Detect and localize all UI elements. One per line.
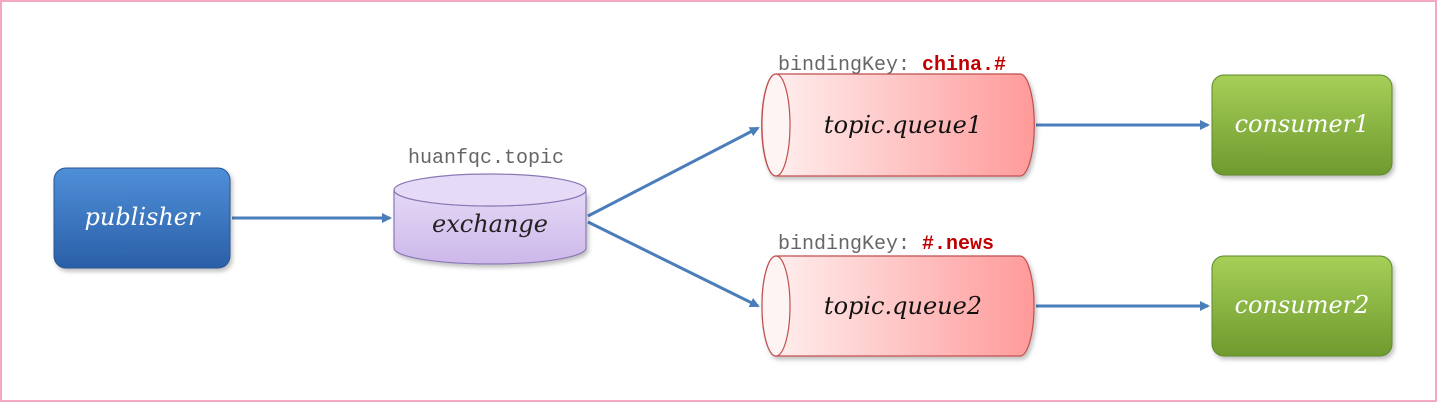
consumer2-node: consumer2: [1211, 255, 1393, 357]
consumer1-node: consumer1: [1211, 74, 1393, 176]
queue1-binding-annotation: bindingKey: china.#: [778, 54, 1006, 77]
publisher-label: publisher: [85, 203, 202, 231]
consumer1-label: consumer1: [1235, 110, 1370, 138]
queue2-binding-prefix: bindingKey:: [778, 233, 922, 256]
consumer1-box: [1211, 74, 1393, 176]
queue1-node: bindingKey: china.# topic.queue1: [761, 54, 1035, 177]
queue1-cylinder-cap: [761, 73, 791, 177]
queue1-binding-key: china.#: [922, 54, 1006, 77]
publisher-node: publisher: [53, 167, 231, 269]
publisher-box: [53, 167, 231, 269]
consumer2-label: consumer2: [1235, 291, 1370, 319]
queue2-cylinder-cap: [761, 255, 791, 357]
queue2-node: bindingKey: #.news topic.queue2: [761, 233, 1035, 357]
queue2-binding-annotation: bindingKey: #.news: [778, 233, 994, 256]
arrow-exchange-to-queue1: [587, 126, 760, 218]
queue1-label: topic.queue1: [824, 111, 982, 139]
queue2-label: topic.queue2: [824, 292, 982, 320]
exchange-cylinder-top: [393, 173, 587, 207]
queue2-binding-key: #.news: [922, 233, 994, 256]
arrow-exchange-to-queue2: [587, 220, 760, 308]
arrows: [232, 120, 1210, 311]
consumer2-box: [1211, 255, 1393, 357]
exchange-label: exchange: [432, 210, 548, 238]
exchange-node: huanfqc.topic exchange: [393, 147, 587, 265]
queue1-binding-prefix: bindingKey:: [778, 54, 922, 77]
exchange-name: huanfqc.topic: [408, 147, 564, 170]
